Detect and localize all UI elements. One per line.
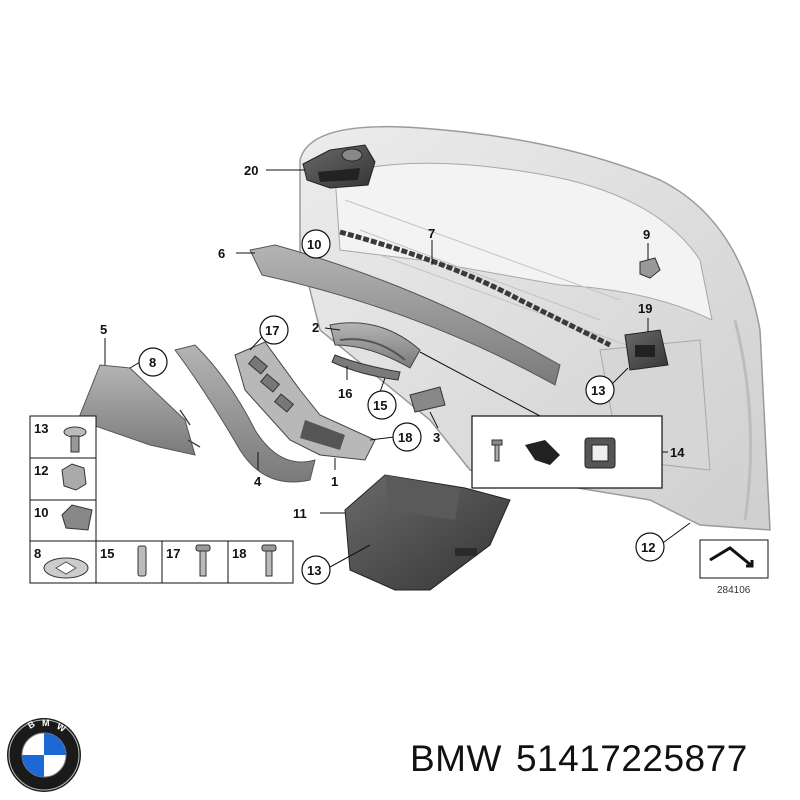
label-16: 16 bbox=[338, 386, 352, 401]
screw-17-icon bbox=[195, 544, 211, 577]
label-9: 9 bbox=[643, 227, 650, 242]
label-1: 1 bbox=[331, 474, 338, 489]
label-8: 8 bbox=[149, 355, 156, 370]
label-10: 10 bbox=[307, 237, 321, 252]
grommet-icon bbox=[584, 437, 616, 469]
part-labels: 20 6 10 7 9 19 5 8 17 2 16 15 13 3 14 18… bbox=[100, 163, 685, 585]
label-11: 11 bbox=[293, 506, 307, 521]
reference-number: 284106 bbox=[717, 585, 751, 596]
legend-18: 18 bbox=[232, 546, 246, 561]
pin-icon bbox=[137, 545, 147, 577]
label-4: 4 bbox=[254, 474, 262, 489]
legend-17: 17 bbox=[166, 546, 180, 561]
legend-12: 12 bbox=[34, 463, 48, 478]
part-7-seal-strip bbox=[339, 229, 612, 348]
label-14: 14 bbox=[670, 445, 685, 460]
label-5: 5 bbox=[100, 322, 107, 337]
legend-8: 8 bbox=[34, 546, 41, 561]
part-11-pocket bbox=[344, 474, 511, 591]
label-13-lower: 13 bbox=[307, 563, 321, 578]
screw-icon bbox=[491, 439, 503, 462]
part-2-door-handle bbox=[329, 322, 421, 369]
part-4-armrest-trim bbox=[174, 344, 316, 483]
label-15: 15 bbox=[373, 398, 387, 413]
svg-text:M: M bbox=[42, 718, 50, 728]
part-14-detail-box bbox=[471, 415, 663, 489]
leader-lines bbox=[104, 169, 691, 568]
svg-text:B: B bbox=[26, 719, 37, 731]
label-17: 17 bbox=[265, 323, 279, 338]
brand-name: BMW bbox=[410, 738, 502, 779]
legend-15: 15 bbox=[100, 546, 114, 561]
part-1-switch-panel bbox=[234, 341, 376, 461]
clip-nut-icon bbox=[61, 504, 93, 531]
label-13: 13 bbox=[591, 383, 605, 398]
label-19: 19 bbox=[638, 301, 652, 316]
part-9-clip bbox=[639, 257, 661, 279]
part-16-lever bbox=[331, 354, 401, 381]
part-3-switch bbox=[409, 386, 446, 413]
reference-box: 284106 bbox=[699, 539, 769, 596]
label-6: 6 bbox=[218, 246, 225, 261]
part-number: 51417225877 bbox=[515, 738, 748, 779]
bmw-logo-icon: B M W bbox=[7, 718, 81, 792]
expansion-clip-icon bbox=[43, 557, 89, 579]
label-18: 18 bbox=[398, 430, 412, 445]
legend-10: 10 bbox=[34, 505, 48, 520]
part-5-side-trim bbox=[77, 364, 201, 456]
label-2: 2 bbox=[312, 320, 319, 335]
push-rivet-icon bbox=[63, 426, 87, 453]
part-20-pull-cup bbox=[302, 144, 376, 189]
arrow-icon bbox=[709, 546, 754, 568]
nut-icon bbox=[61, 463, 87, 491]
label-12: 12 bbox=[641, 540, 655, 555]
part-19-bracket bbox=[624, 329, 669, 371]
footer-part-number: BMW 51417225877 bbox=[410, 738, 762, 780]
legend-13: 13 bbox=[34, 421, 48, 436]
screw-18-icon bbox=[261, 544, 277, 577]
clip-icon bbox=[525, 440, 560, 465]
part-6-trim-strip bbox=[249, 244, 561, 386]
fastener-legend: 13 12 10 8 15 17 18 bbox=[29, 415, 294, 584]
label-3: 3 bbox=[433, 430, 440, 445]
label-20: 20 bbox=[244, 163, 258, 178]
label-7: 7 bbox=[428, 226, 435, 241]
